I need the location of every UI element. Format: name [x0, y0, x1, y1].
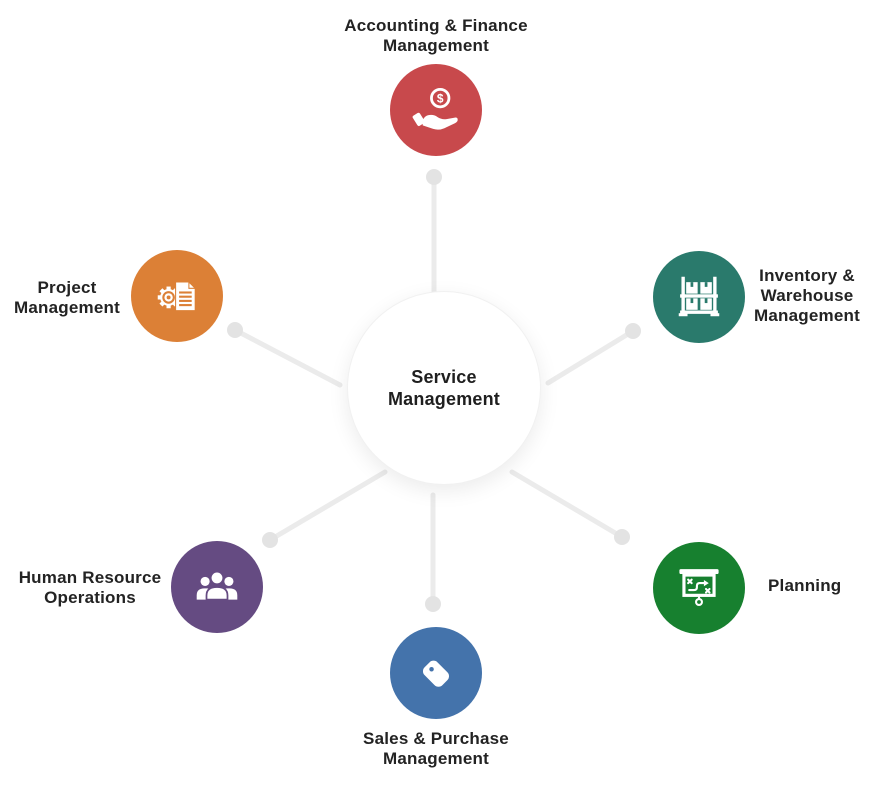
connector-dot-top — [426, 169, 442, 185]
accounting-finance-label: Accounting & Finance Management — [344, 16, 528, 55]
connector-top-right — [545, 328, 636, 386]
strategy-board-icon — [679, 569, 719, 606]
sales-purchase-node — [390, 627, 482, 719]
people-group-icon — [196, 570, 238, 601]
dollar-glyph: $ — [437, 92, 444, 106]
center-node-label: Service Management — [387, 367, 501, 409]
planning-node — [653, 542, 745, 634]
inventory-warehouse-label: Inventory & Warehouse Management — [754, 266, 860, 325]
connector-bottom-left — [267, 469, 388, 543]
project-management-label: Project Management — [14, 278, 120, 317]
sales-purchase-label: Sales & Purchase Management — [363, 729, 509, 768]
connector-dot-bottom-left — [262, 532, 278, 548]
price-tag-icon — [422, 660, 450, 687]
hand-holding-dollar-icon: $ — [412, 87, 458, 130]
connector-bottom-right — [509, 469, 625, 540]
connector-top-left — [232, 327, 343, 388]
project-management-node — [131, 250, 223, 342]
human-resource-node — [171, 541, 263, 633]
warehouse-shelf-icon — [678, 276, 720, 317]
accounting-finance-node: $ — [390, 64, 482, 156]
connector-dot-bottom — [425, 596, 441, 612]
connector-dot-top-right — [625, 323, 641, 339]
human-resource-label: Human Resource Operations — [18, 568, 162, 607]
center-node-service-management: Service Management — [347, 291, 541, 485]
gear-document-icon — [157, 280, 197, 312]
connector-dot-bottom-right — [614, 529, 630, 545]
connector-dot-top-left — [227, 322, 243, 338]
inventory-warehouse-node — [653, 251, 745, 343]
planning-label: Planning — [768, 576, 842, 595]
